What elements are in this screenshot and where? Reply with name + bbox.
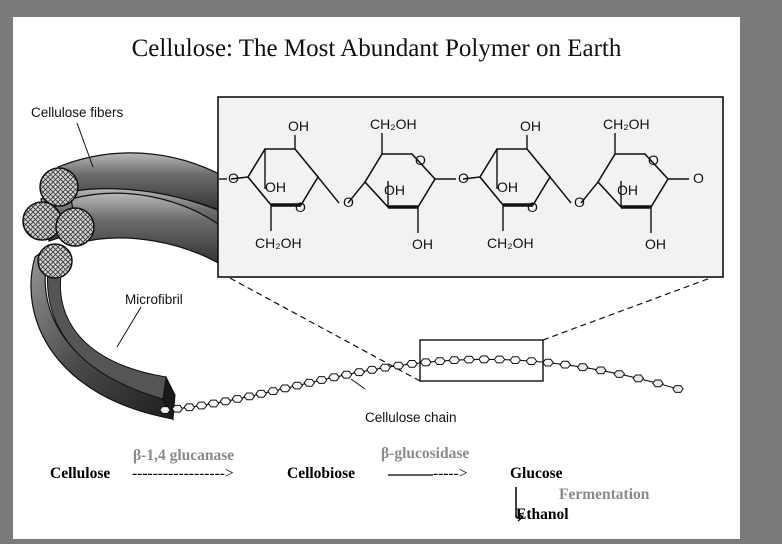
chain-hexagon <box>219 397 232 406</box>
chain-hexagon <box>315 376 328 384</box>
chain-zoom-box <box>419 339 544 382</box>
chain-hexagon <box>340 370 353 379</box>
hydroxymethyl-group: CH₂OH <box>255 235 302 251</box>
chain-hexagon <box>672 385 684 393</box>
chain-hexagon <box>366 365 378 374</box>
ring-oxygen: O <box>648 152 659 168</box>
hydroxyl-group: OH <box>645 236 666 252</box>
chain-hexagon <box>243 392 256 401</box>
glycosidic-oxygen: O <box>228 170 239 186</box>
chain-hexagon <box>632 374 645 383</box>
chain-hexagon <box>434 357 446 365</box>
chain-hexagon <box>509 356 522 364</box>
cellulose-chain-strand <box>159 355 684 414</box>
cellulose-fiber-bundle <box>22 152 226 421</box>
pathway-arrow-1: ------------------> <box>132 465 234 482</box>
ring-oxygen: O <box>415 152 426 168</box>
chain-hexagon <box>171 404 184 413</box>
chain-hexagon <box>353 368 366 377</box>
hydroxymethyl-group: CH₂OH <box>487 235 534 251</box>
ring-oxygen: O <box>527 199 538 215</box>
chain-hexagon <box>448 356 461 364</box>
chain-hexagon <box>392 361 405 370</box>
pathway-arrow-2: -----> <box>433 465 468 482</box>
cellulose-diagram: O O O O O OH OH O CH₂OH CH₂OH O OH OH OH OH O CH₂OH CH₂OH… <box>22 96 724 421</box>
chain-hexagon <box>255 389 268 398</box>
chain-hexagon <box>267 387 279 395</box>
chain-hexagon <box>525 357 538 365</box>
chain-hexagon <box>406 360 418 368</box>
chain-hexagon <box>576 363 589 372</box>
hydroxyl-group: OH <box>265 179 286 195</box>
pathway-glucose: Glucose <box>510 465 563 482</box>
chain-hexagon <box>478 355 490 364</box>
chain-hexagon <box>303 378 316 387</box>
process-fermentation: Fermentation <box>559 486 650 503</box>
hydroxyl-group: OH <box>384 182 405 198</box>
chain-hexagon <box>559 360 572 369</box>
hydroxyl-group: OH <box>288 118 309 134</box>
hydroxyl-group: OH <box>617 182 638 198</box>
chain-hexagon <box>279 384 291 393</box>
label-cellulose-fibers: Cellulose fibers <box>31 105 124 120</box>
label-microfibril: Microfibril <box>125 292 183 307</box>
chain-hexagon <box>493 355 506 364</box>
slide: Cellulose: The Most Abundant Polymer on … <box>13 17 740 539</box>
chain-hexagon <box>594 366 607 375</box>
chain-hexagon <box>613 370 626 378</box>
chain-hexagon <box>291 381 304 390</box>
chain-hexagon <box>542 358 554 367</box>
ring-oxygen: O <box>295 199 306 215</box>
pathway-cellobiose: Cellobiose <box>287 465 356 482</box>
chain-hexagon <box>195 401 208 410</box>
hydroxymethyl-group: CH₂OH <box>370 116 417 132</box>
glycosidic-oxygen: O <box>574 194 585 210</box>
chain-hexagon <box>652 379 664 388</box>
chain-hexagon <box>207 399 220 408</box>
label-cellulose-chain: Cellulose chain <box>365 410 457 425</box>
hydroxyl-group: OH <box>412 236 433 252</box>
pathway-ethanol: Ethanol <box>516 506 569 523</box>
enzyme-glucanase: β-1,4 glucanase <box>133 447 235 464</box>
pathway-cellulose: Cellulose <box>50 465 111 482</box>
chain-hexagon <box>463 355 475 364</box>
hydroxyl-group: OH <box>497 179 518 195</box>
chain-hexagon <box>328 373 340 382</box>
chain-hexagon <box>231 395 244 403</box>
chain-hexagon <box>379 363 391 372</box>
hydroxymethyl-group: CH₂OH <box>603 116 650 132</box>
hydroxyl-group: OH <box>520 118 541 134</box>
chain-hexagon <box>183 403 196 412</box>
glycosidic-oxygen: O <box>458 170 469 186</box>
glycosidic-oxygen: O <box>693 170 704 186</box>
slide-title: Cellulose: The Most Abundant Polymer on … <box>131 35 622 62</box>
chain-hexagon <box>419 358 432 367</box>
molecular-structure-panel <box>217 96 724 278</box>
glucose-ring-chain: O O O O O OH OH O CH₂OH CH₂OH O OH OH OH OH O CH₂OH CH₂OH… <box>219 116 704 252</box>
enzyme-glucosidase: β-glucosidase <box>381 445 470 462</box>
chain-hexagon <box>159 406 171 414</box>
